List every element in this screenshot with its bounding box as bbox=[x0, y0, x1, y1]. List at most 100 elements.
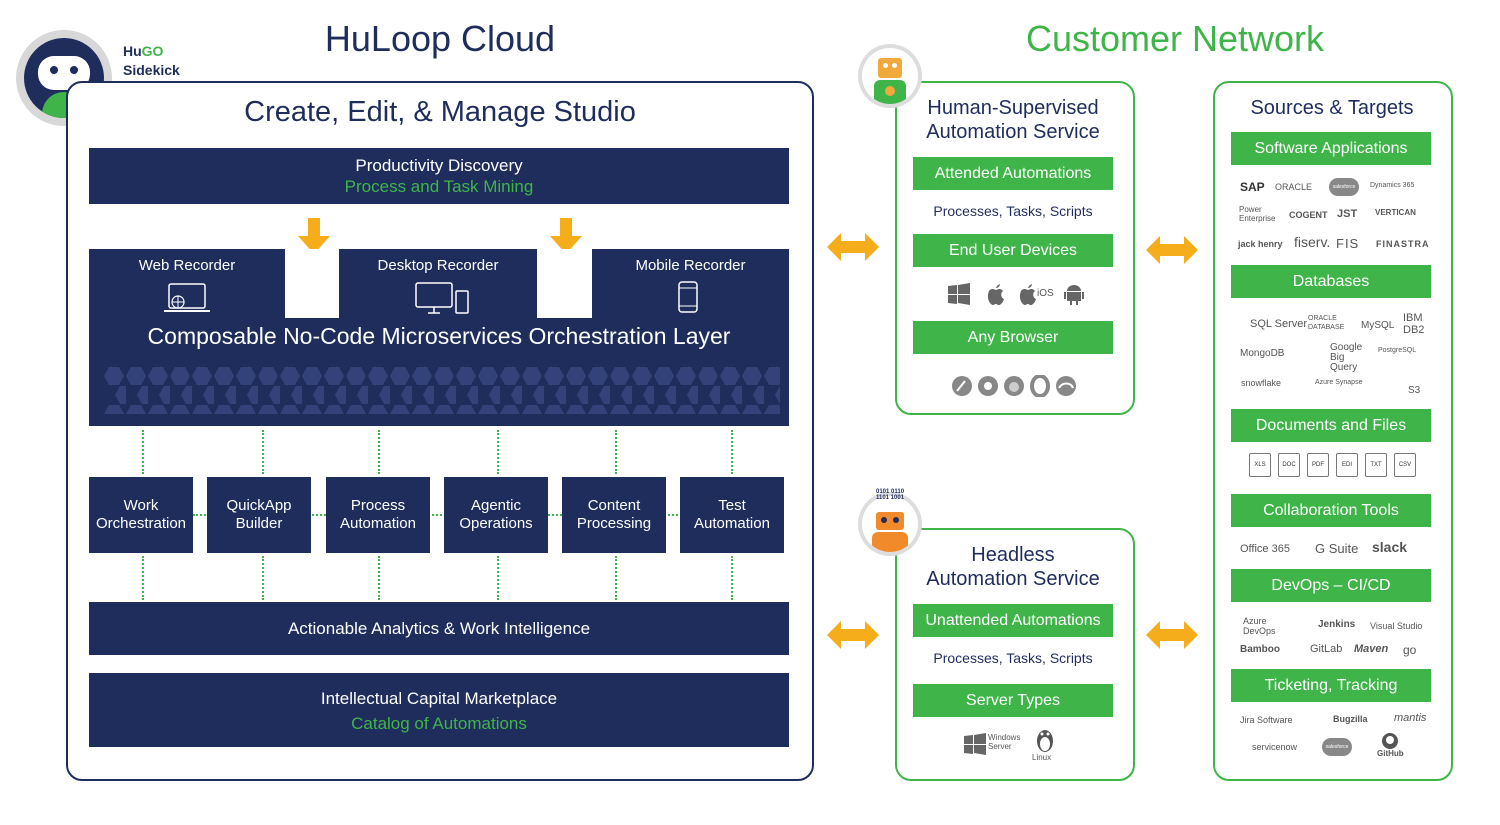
gsuite-logo: G Suite bbox=[1315, 541, 1359, 556]
bidirectional-arrow-icon bbox=[1146, 621, 1198, 649]
edi-file-icon: EDI bbox=[1336, 453, 1358, 477]
bamboo-logo: Bamboo bbox=[1240, 644, 1280, 655]
jenkins-logo: Jenkins bbox=[1318, 619, 1356, 630]
go-logo: go bbox=[1403, 643, 1417, 657]
databases-bar: Databases bbox=[1231, 265, 1431, 298]
ticketing-tracking-bar: Ticketing, Tracking bbox=[1231, 669, 1431, 702]
hugo-logo bbox=[16, 30, 112, 126]
productivity-subtitle: Process and Task Mining bbox=[344, 177, 534, 196]
marketplace-subtitle: Catalog of Automations bbox=[351, 714, 527, 733]
dynamics-logo: Dynamics 365 bbox=[1370, 182, 1415, 189]
connector-dots bbox=[262, 430, 264, 474]
marketplace-box: Intellectual Capital Marketplace Catalog… bbox=[89, 673, 789, 747]
end-user-devices-bar: End User Devices bbox=[913, 234, 1113, 267]
servicenow-logo: servicenow bbox=[1252, 742, 1298, 752]
pdf-file-icon: PDF bbox=[1307, 453, 1329, 477]
fiserv-logo: fiserv. bbox=[1294, 234, 1331, 250]
connector-dots bbox=[731, 556, 733, 600]
doc-file-icon: DOC bbox=[1278, 453, 1300, 477]
connector-dots bbox=[615, 556, 617, 600]
server-types-bar: Server Types bbox=[913, 684, 1113, 717]
customer-network-header: Customer Network bbox=[1025, 18, 1325, 59]
documents-files-bar: Documents and Files bbox=[1231, 409, 1431, 442]
connector-dots bbox=[262, 556, 264, 600]
snowflake-logo: snowflake bbox=[1241, 378, 1282, 388]
headless-robot-avatar bbox=[858, 492, 922, 556]
hexagon-pattern bbox=[104, 366, 780, 414]
software-applications-bar: Software Applications bbox=[1231, 132, 1431, 165]
headless-panel bbox=[895, 528, 1135, 781]
browser-icons bbox=[952, 375, 1076, 397]
bugzilla-logo: Bugzilla bbox=[1333, 714, 1368, 724]
productivity-discovery-box: Productivity Discovery Process and Task … bbox=[89, 148, 789, 204]
fis-logo: FIS bbox=[1336, 236, 1360, 251]
apple-ios-icon bbox=[1019, 284, 1036, 305]
txt-file-icon: TXT bbox=[1365, 453, 1387, 477]
cogent-logo: COGENT bbox=[1289, 210, 1328, 220]
desktop-computer-icon bbox=[415, 282, 469, 314]
human-processes-text: Processes, Tasks, Scripts bbox=[933, 203, 1093, 219]
windows-icon bbox=[948, 283, 970, 305]
power-enterprise-logo: Power Enterprise bbox=[1239, 205, 1276, 223]
connector-dots bbox=[615, 430, 617, 474]
windows-server-icon bbox=[964, 733, 986, 755]
bidirectional-arrow-icon bbox=[827, 233, 879, 261]
recorder-gap bbox=[537, 249, 592, 318]
mobile-recorder-label: Mobile Recorder bbox=[635, 257, 746, 274]
jst-logo: JST bbox=[1337, 208, 1358, 220]
down-arrow-icon bbox=[298, 218, 330, 254]
oracle-database-logo: ORACLE DATABASE bbox=[1308, 315, 1345, 331]
web-recorder-label: Web Recorder bbox=[138, 257, 236, 274]
devops-bar: DevOps – CI/CD bbox=[1231, 569, 1431, 602]
down-arrow-icon bbox=[550, 218, 582, 254]
bidirectional-arrow-icon bbox=[1146, 236, 1198, 264]
azure-devops-logo: Azure DevOps bbox=[1243, 616, 1276, 636]
sources-title: Sources & Targets bbox=[1250, 97, 1414, 119]
visual-studio-logo: Visual Studio bbox=[1370, 621, 1423, 631]
connector-dots bbox=[497, 430, 499, 474]
connector-dots bbox=[142, 556, 144, 600]
desktop-recorder-label: Desktop Recorder bbox=[377, 257, 499, 274]
xls-file-icon: XLS bbox=[1249, 453, 1271, 477]
productivity-title: Productivity Discovery bbox=[355, 156, 523, 175]
connector-dots bbox=[378, 556, 380, 600]
ios-label: iOS bbox=[1037, 288, 1054, 299]
collaboration-tools-bar: Collaboration Tools bbox=[1231, 494, 1431, 527]
postgresql-logo: PostgreSQL bbox=[1378, 347, 1417, 354]
orchestration-layer-title: Composable No-Code Microservices Orchest… bbox=[147, 323, 731, 349]
marketplace-title: Intellectual Capital Marketplace bbox=[320, 689, 558, 708]
jack-henry-logo: jack henry bbox=[1238, 239, 1283, 249]
studio-title: Create, Edit, & Manage Studio bbox=[244, 96, 636, 128]
github-icon bbox=[1382, 733, 1398, 749]
mantis-logo: mantis bbox=[1394, 712, 1427, 724]
mongodb-logo: MongoDB bbox=[1240, 348, 1285, 359]
laptop-globe-icon bbox=[164, 283, 210, 312]
any-browser-bar: Any Browser bbox=[913, 321, 1113, 354]
github-label: GitHub bbox=[1377, 749, 1404, 758]
csv-file-icon: CSV bbox=[1394, 453, 1416, 477]
sql-server-logo: SQL Server bbox=[1250, 318, 1308, 330]
mysql-logo: MySQL bbox=[1361, 320, 1395, 331]
connector-dots bbox=[497, 556, 499, 600]
android-icon bbox=[1064, 285, 1084, 305]
connector-dots bbox=[731, 430, 733, 474]
google-bigquery-logo: Google Big Query bbox=[1330, 342, 1363, 373]
connector-dots bbox=[378, 430, 380, 474]
robot-avatar bbox=[858, 44, 922, 108]
bidirectional-arrow-icon bbox=[827, 621, 879, 649]
salesforce-logo: salesforce bbox=[1329, 178, 1359, 196]
connector-dots bbox=[142, 430, 144, 474]
salesforce-logo: salesforce bbox=[1322, 738, 1352, 756]
apple-icon bbox=[987, 284, 1004, 305]
recorder-gap bbox=[285, 249, 339, 318]
s3-logo: S3 bbox=[1408, 385, 1421, 396]
attended-automations-bar: Attended Automations bbox=[913, 157, 1113, 190]
analytics-box: Actionable Analytics & Work Intelligence bbox=[89, 602, 789, 655]
